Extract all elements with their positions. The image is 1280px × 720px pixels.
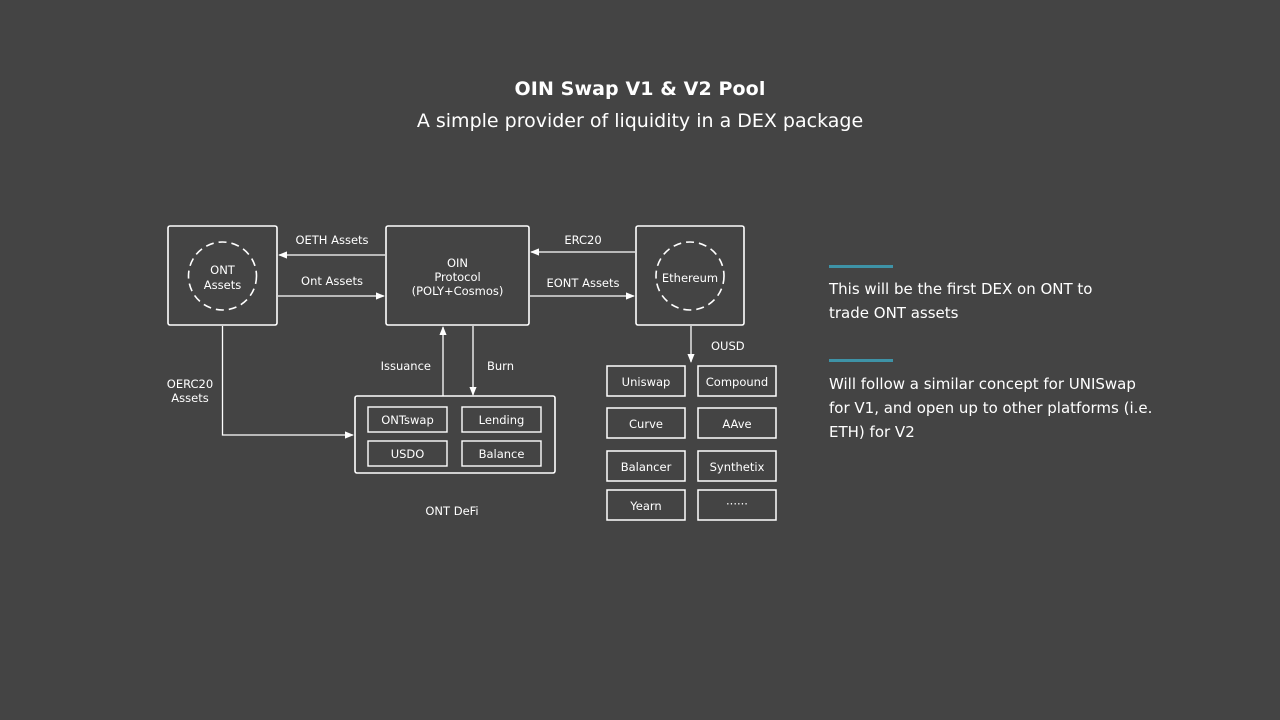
platform-label: Synthetix (710, 460, 765, 474)
ont-assets-edge-label: Ont Assets (301, 274, 363, 288)
ont-assets-node: ONT Assets (167, 225, 278, 326)
ousd-label: OUSD (711, 339, 745, 353)
erc20-label: ERC20 (564, 233, 601, 247)
platform-label: Compound (706, 375, 768, 389)
oin-protocol-node: OIN Protocol (POLY+Cosmos) (385, 225, 530, 326)
page-subtitle: A simple provider of liquidity in a DEX … (416, 110, 864, 132)
issuance-label: Issuance (381, 359, 431, 373)
platform-label: Uniswap (622, 375, 671, 389)
platform-label: Yearn (629, 499, 661, 513)
note-line: Will follow a similar concept for UNISwa… (829, 375, 1136, 393)
platform-curve: Curve (606, 407, 686, 439)
note-first-dex: This will be the first DEX on ONT to tra… (829, 277, 1159, 325)
ont-defi-label: ONT DeFi (425, 504, 478, 518)
page-title: OIN Swap V1 & V2 Pool (514, 78, 766, 100)
burn-label: Burn (487, 359, 514, 373)
eont-assets-label: EONT Assets (546, 276, 619, 290)
note-accent-bar (829, 359, 893, 362)
note-uniswap-concept: Will follow a similar concept for UNISwa… (829, 372, 1159, 444)
ethereum-dashed-circle (655, 241, 725, 311)
note-line: This will be the first DEX on ONT to (829, 280, 1093, 298)
ont-defi-item-label: USDO (391, 447, 425, 461)
oeth-assets-label: OETH Assets (295, 233, 368, 247)
platform-yearn: Yearn (606, 489, 686, 521)
ont-defi-item-ontswap: ONTswap (367, 406, 448, 433)
ont-defi-group: ONTswap Lending USDO Balance (354, 395, 556, 474)
platform-label: AAve (722, 417, 751, 431)
ont-defi-item-usdo: USDO (367, 440, 448, 467)
note-line: for V1, and open up to other platforms (… (829, 399, 1153, 417)
ont-defi-item-lending: Lending (461, 406, 542, 433)
ont-defi-item-label: Lending (479, 413, 525, 427)
oin-protocol-label-line3: (POLY+Cosmos) (412, 284, 504, 298)
platform-synthetix: Synthetix (697, 450, 777, 482)
ont-assets-label-line2: Assets (204, 278, 241, 292)
platform-label: ······ (726, 497, 748, 511)
ont-defi-item-balance: Balance (461, 440, 542, 467)
oerc20-label-line1: OERC20 (167, 377, 213, 391)
note-line: ETH) for V2 (829, 423, 915, 441)
ethereum-node: Ethereum (635, 225, 745, 326)
platform-more: ······ (697, 489, 777, 521)
platform-label: Curve (629, 417, 663, 431)
ont-assets-dashed-circle (187, 241, 258, 311)
oerc20-label-line2: Assets (171, 391, 208, 405)
ethereum-label: Ethereum (662, 271, 718, 285)
platform-uniswap: Uniswap (606, 365, 686, 397)
oin-protocol-label-line1: OIN (447, 256, 468, 270)
platform-label: Balancer (621, 460, 672, 474)
ont-defi-item-label: Balance (479, 447, 525, 461)
note-line: trade ONT assets (829, 304, 959, 322)
ont-defi-item-label: ONTswap (381, 413, 434, 427)
oin-protocol-label-line2: Protocol (434, 270, 480, 284)
platform-compound: Compound (697, 365, 777, 397)
oerc20-assets-arrow (221, 326, 354, 439)
platform-aave: AAve (697, 407, 777, 439)
note-accent-bar (829, 265, 893, 268)
platform-balancer: Balancer (606, 450, 686, 482)
ont-assets-label-line1: ONT (210, 263, 236, 277)
eth-platforms-grid: Uniswap Compound Curve AAve Balancer Syn… (606, 365, 777, 521)
